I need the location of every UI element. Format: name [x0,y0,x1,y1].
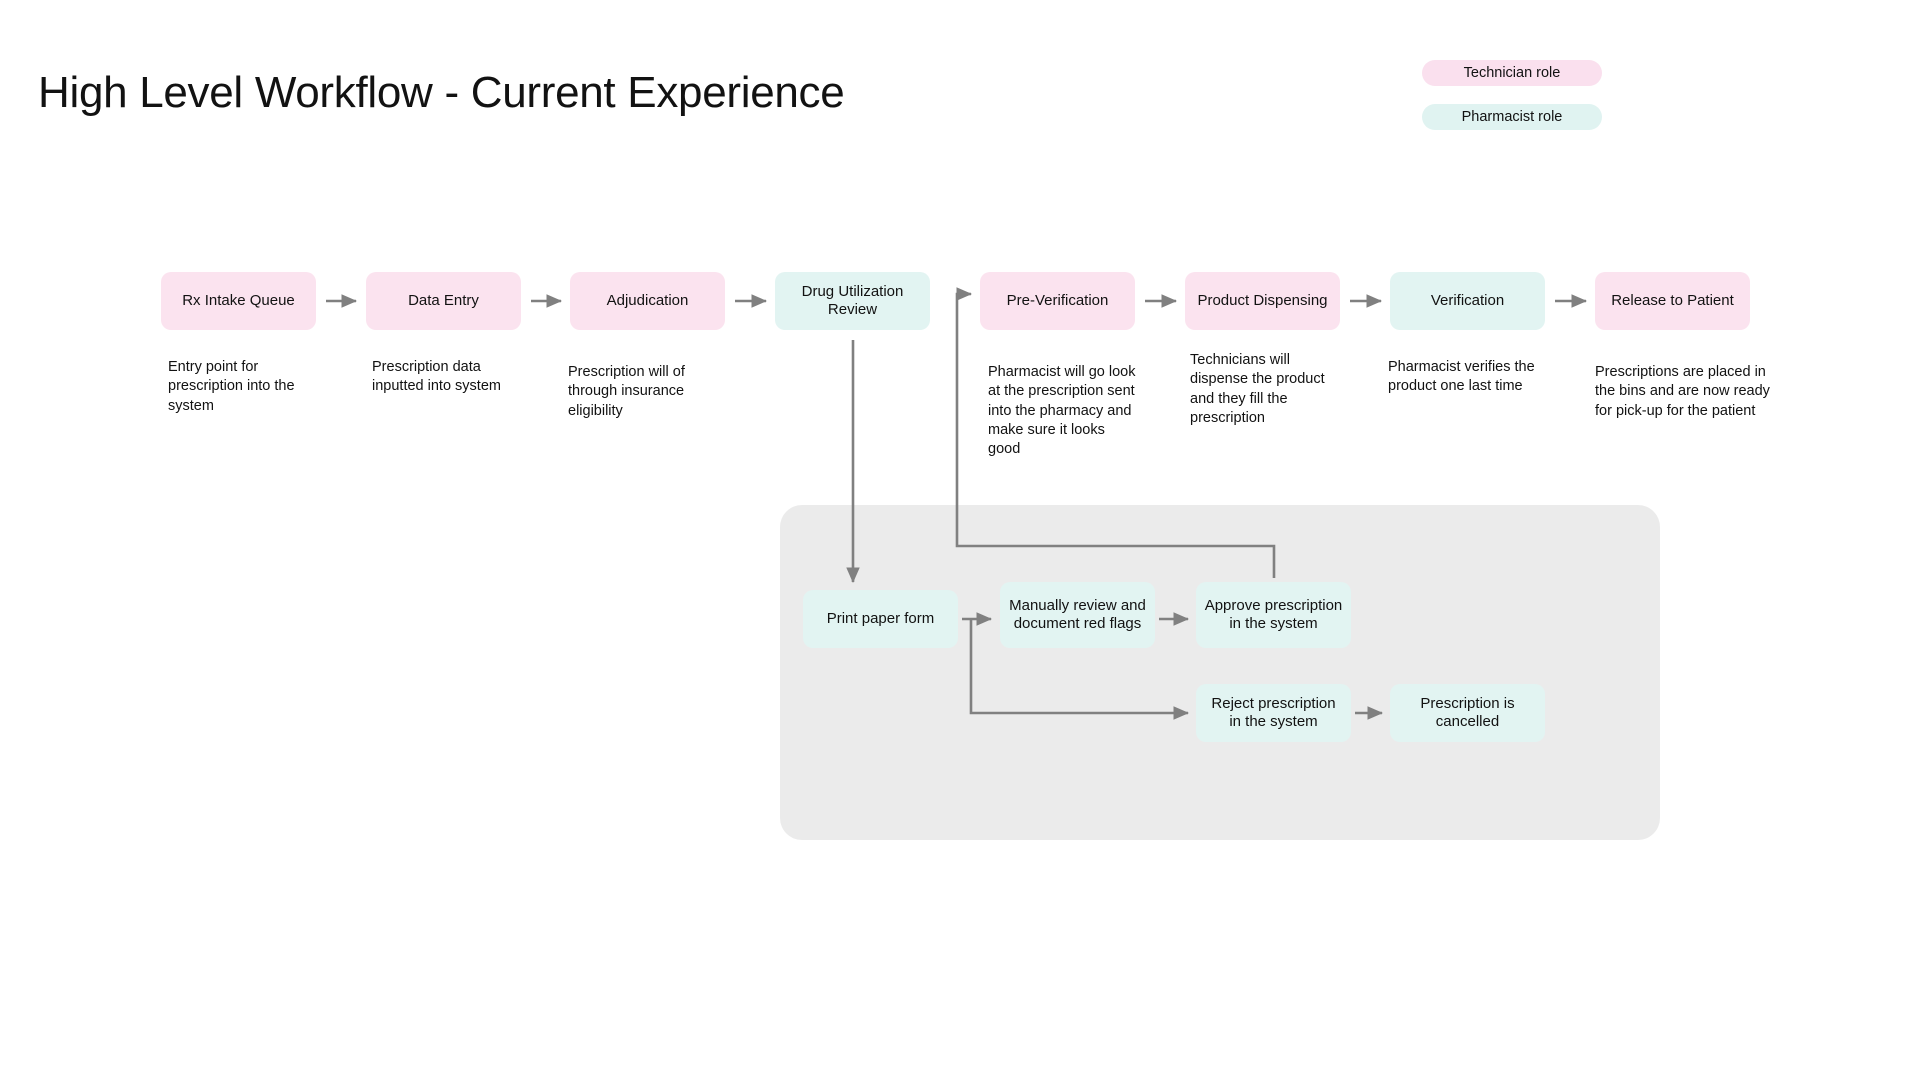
node-drug-utilization-review[interactable]: Drug Utilization Review [775,272,930,330]
caption-adjudication: Prescription will of through insurance e… [568,364,685,419]
legend-item-pharmacist-role: Pharmacist role [1422,104,1602,130]
caption-verification: Pharmacist verifies the product one last… [1388,359,1535,395]
subprocess-group-panel [780,505,1660,840]
legend-item-technician-role: Technician role [1422,60,1602,86]
node-manually-review-red-flags[interactable]: Manually review and document red flags [1000,582,1155,648]
caption-product-dispensing: Technicians will dispense the product an… [1190,352,1325,426]
node-rx-intake-queue[interactable]: Rx Intake Queue [161,272,316,330]
node-reject-prescription[interactable]: Reject prescription in the system [1196,684,1351,742]
caption-release-to-patient: Prescriptions are placed in the bins and… [1595,364,1770,419]
node-prescription-cancelled[interactable]: Prescription is cancelled [1390,684,1545,742]
node-pre-verification[interactable]: Pre-Verification [980,272,1135,330]
node-release-to-patient[interactable]: Release to Patient [1595,272,1750,330]
page-title: High Level Workflow - Current Experience [38,68,845,117]
node-approve-prescription[interactable]: Approve prescription in the system [1196,582,1351,648]
caption-data-entry: Prescription data inputted into system [372,359,501,395]
node-verification[interactable]: Verification [1390,272,1545,330]
node-print-paper-form[interactable]: Print paper form [803,590,958,648]
node-product-dispensing[interactable]: Product Dispensing [1185,272,1340,330]
node-data-entry[interactable]: Data Entry [366,272,521,330]
caption-rx-intake-queue: Entry point for prescription into the sy… [168,359,295,414]
caption-pre-verification: Pharmacist will go look at the prescript… [988,364,1136,458]
node-adjudication[interactable]: Adjudication [570,272,725,330]
